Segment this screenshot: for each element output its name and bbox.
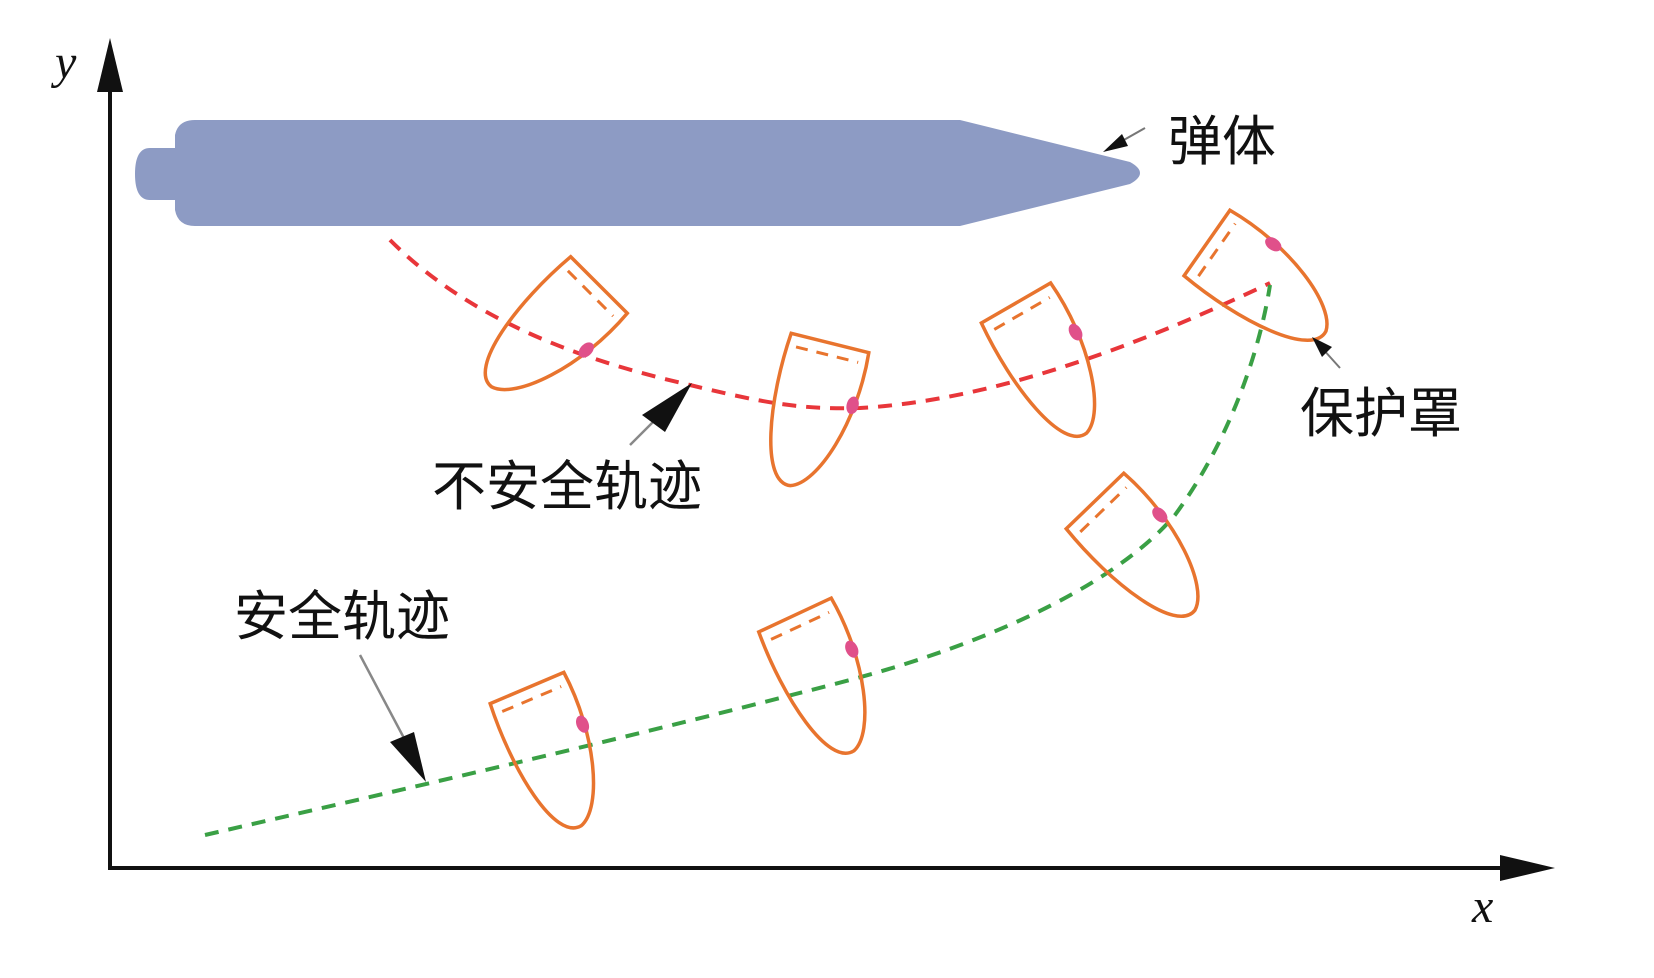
shroud-shape: [463, 253, 632, 422]
safe-trajectory: [204, 284, 1272, 837]
safe-pointer-arrow-icon: [390, 732, 426, 782]
projectile-body: [135, 120, 1140, 226]
shroud-shape: [1063, 469, 1231, 639]
body-pointer-arrow-icon: [1103, 134, 1128, 152]
unsafe-pointer-arrow-icon: [642, 383, 692, 432]
x-axis-label: x: [1471, 880, 1493, 933]
shroud-shape: [978, 279, 1130, 454]
shroud-shape: [755, 595, 899, 769]
unsafe-trajectory-label: 不安全轨迹: [432, 455, 702, 518]
body-label: 弹体: [1168, 110, 1276, 173]
annotation-arrows: [358, 127, 1341, 782]
axes: y x: [50, 36, 1555, 933]
unsafe-trajectory: [388, 238, 1271, 411]
shroud-label: 保护罩: [1300, 382, 1462, 445]
shroud-pointer-arrow-icon: [1312, 337, 1332, 357]
x-axis-arrow-icon: [1500, 855, 1555, 881]
shrouds: [463, 206, 1355, 843]
shroud-shape: [752, 331, 874, 499]
safe-trajectory-label: 安全轨迹: [234, 585, 450, 648]
shroud-shape: [487, 669, 627, 843]
y-axis-label: y: [50, 36, 77, 89]
y-axis-arrow-icon: [97, 38, 123, 92]
